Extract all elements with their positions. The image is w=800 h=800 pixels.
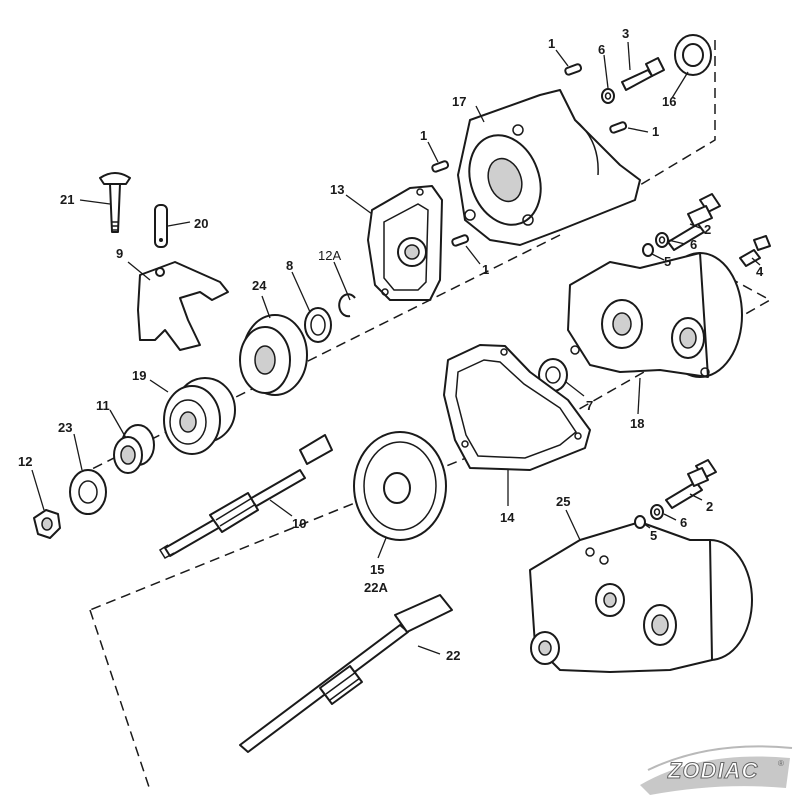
callout-18: 18 xyxy=(630,416,644,431)
callout-10: 10 xyxy=(292,516,306,531)
callout-19: 19 xyxy=(132,368,146,383)
part-6-washer-lower xyxy=(650,504,664,520)
callout-2b: 2 xyxy=(706,499,713,514)
callout-24: 24 xyxy=(252,278,267,293)
callout-1a: 1 xyxy=(548,36,555,51)
part-19-drive-gear xyxy=(163,377,236,455)
part-12-nut xyxy=(33,509,61,539)
part-13-gasket xyxy=(367,185,443,301)
callout-16: 16 xyxy=(662,94,676,109)
part-1-pins xyxy=(431,63,628,247)
part-6-washer-mid xyxy=(655,232,669,248)
callout-5b: 5 xyxy=(650,528,657,543)
part-8-ring xyxy=(304,307,332,343)
part-20-pin xyxy=(154,204,168,248)
callout-6a: 6 xyxy=(598,42,605,57)
callout-3: 3 xyxy=(622,26,629,41)
callout-20: 20 xyxy=(194,216,208,231)
part-24-collar xyxy=(239,314,308,396)
part-12a-clip xyxy=(338,293,356,318)
callout-1d: 1 xyxy=(482,262,489,277)
part-16-seal xyxy=(674,34,712,76)
part-6-washer-top xyxy=(601,88,615,104)
part-25-housing xyxy=(529,521,753,673)
part-10-shaft xyxy=(158,434,333,560)
zodiac-logo-text: ZODIAC xyxy=(667,758,758,783)
callout-6c: 6 xyxy=(680,515,687,530)
part-17-housing xyxy=(457,89,641,246)
callout-22a: 22A xyxy=(364,580,388,595)
part-15-gear xyxy=(353,431,447,541)
callout-6b: 6 xyxy=(690,237,697,252)
callout-13: 13 xyxy=(330,182,344,197)
registered-mark: ® xyxy=(778,759,784,768)
part-21-screw xyxy=(99,172,131,233)
callout-4: 4 xyxy=(756,264,764,279)
callout-17: 17 xyxy=(452,94,466,109)
callout-9: 9 xyxy=(116,246,123,261)
callout-11: 11 xyxy=(96,398,110,413)
callout-12: 12 xyxy=(18,454,32,469)
callout-25: 25 xyxy=(556,494,570,509)
part-14-gasket xyxy=(443,344,591,471)
callout-14: 14 xyxy=(500,510,515,525)
part-11-bushing xyxy=(113,424,155,474)
part-9-shift-fork xyxy=(137,261,229,351)
part-2-bolt-lower xyxy=(665,459,717,509)
part-5-washer-mid xyxy=(642,243,654,257)
callout-2a: 2 xyxy=(704,222,711,237)
part-2-bolt-upper xyxy=(667,193,721,251)
callout-23: 23 xyxy=(58,420,72,435)
zodiac-logo: ZODIAC ® xyxy=(640,745,793,795)
callout-1b: 1 xyxy=(420,128,427,143)
callout-7: 7 xyxy=(586,398,593,413)
part-3-bolt xyxy=(621,57,665,91)
callout-22: 22 xyxy=(446,648,460,663)
part-18-cover xyxy=(567,252,743,378)
leader-lines xyxy=(31,41,761,655)
callout-5a: 5 xyxy=(664,254,671,269)
part-22-shaft xyxy=(239,594,453,753)
callout-12a: 12A xyxy=(318,248,341,263)
callout-1c: 1 xyxy=(652,124,659,139)
part-4-screw xyxy=(739,235,771,267)
callout-labels: 1 1 1 1 2 2 3 4 5 5 6 6 6 7 8 9 10 11 12… xyxy=(18,26,764,663)
callout-8: 8 xyxy=(286,258,293,273)
part-5-washer-lower xyxy=(634,515,646,529)
callout-21: 21 xyxy=(60,192,74,207)
part-23-washer xyxy=(69,469,107,515)
callout-15: 15 xyxy=(370,562,384,577)
